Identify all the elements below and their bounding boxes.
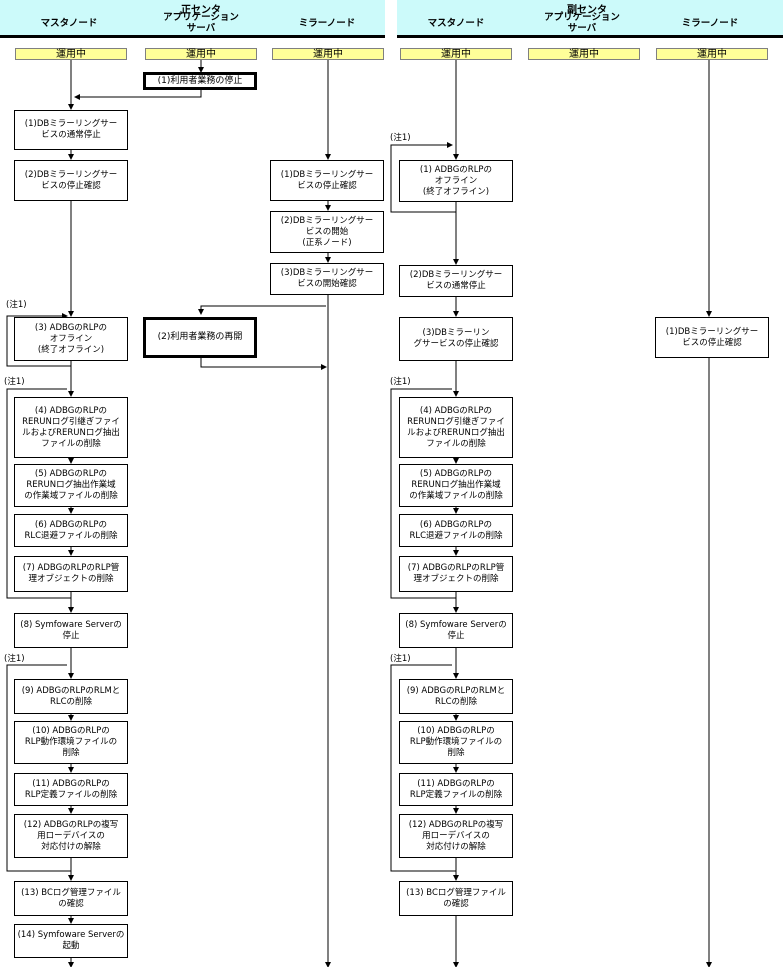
step-sm-3: (3)DBミラーリングサービスの停止確認 [399,317,513,361]
note-pm-9: (注1) [4,654,25,664]
note-pm-4: (注1) [4,377,25,387]
step-sm-2: (2)DBミラーリングサービスの通常停止 [399,265,513,297]
step-pmir-2: (2)DBミラーリングサービスの開始(正系ノード) [270,211,384,253]
status-primary-master: 運用中 [15,48,127,60]
step-pm-8: (8) Symfoware Serverの停止 [14,613,128,648]
secondary-center-title: 副センタ [567,5,607,16]
step-sm-7: (7) ADBGのRLPのRLP管理オブジェクトの削除 [399,556,513,592]
step-pm-3: (3) ADBGのRLPのオフライン(終了オフライン) [14,317,128,361]
col-secondary-app: アプリケーションサーバ [544,12,620,34]
note-sm-1: (注1) [390,133,411,143]
col-primary-app: アプリケーションサーバ [163,12,239,34]
secondary-center-header [397,0,783,37]
step-pm-2: (2)DBミラーリングサービスの停止確認 [14,160,128,201]
primary-center-header [0,0,385,37]
step-sm-13: (13) BCログ管理ファイルの確認 [399,881,513,916]
header-rule-right [397,35,783,38]
primary-center-title: 正センタ [181,5,221,16]
col-primary-mirror: ミラーノード [298,18,356,29]
step-pm-13: (13) BCログ管理ファイルの確認 [14,881,128,916]
step-pmir-3: (3)DBミラーリングサービスの開始確認 [270,263,384,295]
status-primary-mirror: 運用中 [272,48,384,60]
note-sm-4: (注1) [390,377,411,387]
col-secondary-mirror: ミラーノード [681,18,739,29]
step-pm-1: (1)DBミラーリングサービスの通常停止 [14,110,128,150]
step-pm-12: (12) ADBGのRLPの複写用ローデバイスの対応付けの解除 [14,814,128,858]
step-sm-8: (8) Symfoware Serverの停止 [399,613,513,648]
step-app-2: (2)利用者業務の再開 [143,317,257,358]
status-secondary-mirror: 運用中 [656,48,768,60]
step-pm-14: (14) Symfoware Serverの起動 [14,924,128,958]
step-sm-12: (12) ADBGのRLPの複写用ローデバイスの対応付けの解除 [399,814,513,858]
col-secondary-master: マスタノード [427,18,485,29]
step-smir-1: (1)DBミラーリングサービスの停止確認 [655,317,769,358]
note-pm-3: (注1) [6,300,27,310]
status-secondary-master: 運用中 [400,48,512,60]
step-sm-1: (1) ADBGのRLPのオフライン(終了オフライン) [399,160,513,202]
header-rule-left [0,35,385,38]
note-sm-9: (注1) [390,654,411,664]
step-app-1: (1)利用者業務の停止 [143,72,257,90]
col-primary-master: マスタノード [40,18,98,29]
step-pmir-1: (1)DBミラーリングサービスの停止確認 [270,160,384,201]
step-pm-7: (7) ADBGのRLPのRLP管理オブジェクトの削除 [14,556,128,592]
status-secondary-app: 運用中 [528,48,640,60]
status-primary-app: 運用中 [145,48,257,60]
